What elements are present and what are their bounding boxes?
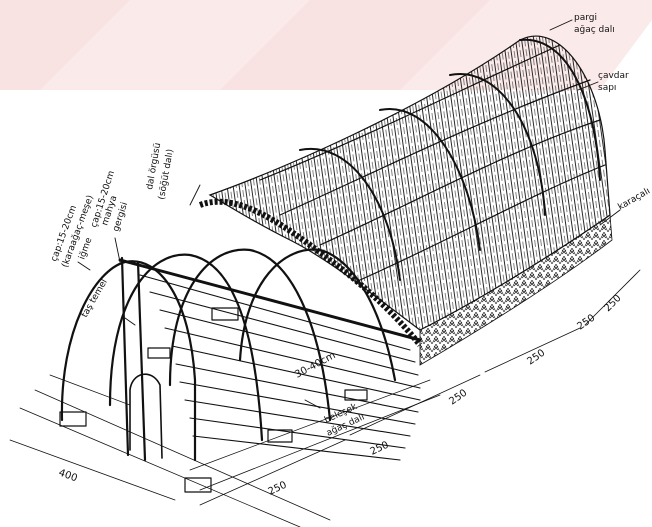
dim-250-c: 250 bbox=[447, 387, 469, 407]
label-agac-dali: ağaç dalı bbox=[574, 25, 615, 35]
watermark bbox=[0, 0, 652, 90]
dim-400: 400 bbox=[57, 467, 79, 484]
label-tas-temel: taş temel bbox=[80, 278, 110, 320]
label-sapi: sapı bbox=[598, 83, 616, 93]
dim-250-f: 250 bbox=[602, 293, 623, 314]
leader-lines bbox=[77, 19, 621, 409]
skeleton-arches bbox=[60, 248, 397, 462]
purlins bbox=[139, 274, 421, 461]
thatch-roof bbox=[208, 35, 611, 331]
label-pargi: pargi bbox=[574, 13, 597, 23]
ridge-beam bbox=[118, 258, 422, 342]
dim-250-b: 250 bbox=[369, 440, 391, 458]
woven-branches bbox=[198, 198, 423, 347]
label-spacing: 30-40cm bbox=[293, 350, 337, 381]
dim-250-a: 250 bbox=[267, 480, 289, 498]
dim-250-d: 250 bbox=[525, 347, 547, 367]
front-gable bbox=[59, 256, 368, 493]
dimension-lines bbox=[9, 269, 641, 506]
roof-ribs bbox=[259, 38, 606, 281]
label-karacali: karaçalı bbox=[617, 186, 652, 212]
brush-fringe bbox=[419, 214, 613, 366]
label-cavdar: çavdar bbox=[598, 71, 629, 81]
